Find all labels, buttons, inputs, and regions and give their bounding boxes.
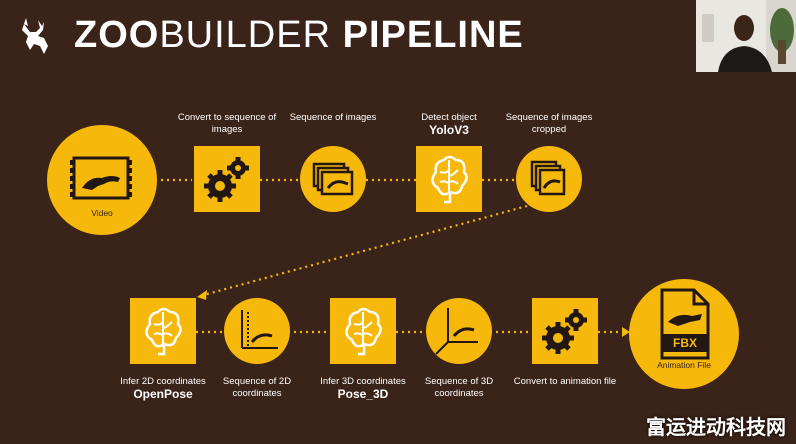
image-stack-icon	[312, 162, 354, 196]
pose3d-label-text: Infer 3D coordinates	[320, 376, 406, 387]
node-convert	[194, 146, 260, 212]
node-openpose	[130, 298, 196, 364]
node-video	[47, 125, 157, 235]
openpose-label-text: Infer 2D coordinates	[120, 376, 206, 387]
gears-icon	[542, 309, 587, 354]
node-seq2d	[224, 298, 290, 364]
node-cropped	[516, 146, 582, 212]
image-stack-cropped-icon	[530, 160, 566, 196]
title-zoo: ZOO	[74, 14, 160, 56]
fbx-badge: FBX	[673, 336, 697, 350]
brain-icon	[345, 307, 382, 356]
title-pipeline: PIPELINE	[342, 14, 524, 56]
openpose-label-model: OpenPose	[133, 387, 193, 401]
deer-logo-icon	[22, 17, 48, 54]
detect-label-text: Detect object	[421, 112, 477, 123]
detect-label-model: YoloV3	[429, 123, 469, 137]
cropped-label: Sequence of images cropped	[505, 112, 593, 135]
pose3d-label-model: Pose_3D	[337, 387, 389, 401]
sequence-label: Sequence of images	[289, 112, 377, 123]
gears-icon	[204, 157, 249, 202]
node-sequence	[300, 146, 366, 212]
node-pose3d	[330, 298, 396, 364]
pose3d-label: Infer 3D coordinates Pose_3D	[308, 376, 418, 400]
title-builder: BUILDER	[159, 14, 332, 56]
node-seq3d	[426, 298, 492, 364]
detect-label: Detect object YoloV3	[394, 112, 504, 136]
fbx-file-icon	[660, 288, 710, 360]
node-convertanim	[532, 298, 598, 364]
seq2d-label: Sequence of 2D coordinates	[222, 376, 292, 399]
webcam-feed	[696, 0, 796, 72]
node-detect	[416, 146, 482, 212]
node-fbx	[629, 279, 739, 389]
convertanim-label: Convert to animation file	[513, 376, 617, 387]
seq3d-label: Sequence of 3D coordinates	[424, 376, 494, 399]
header: ZOOBUILDER PIPELINE	[18, 14, 524, 57]
video-node-label: Video	[91, 208, 113, 218]
page-title: ZOOBUILDER PIPELINE	[74, 14, 524, 57]
chart-2d-icon	[241, 310, 278, 349]
convert-label: Convert to sequence of images	[177, 112, 277, 135]
video-film-icon	[70, 156, 132, 200]
brain-icon	[431, 155, 468, 204]
brain-icon	[145, 307, 182, 356]
watermark: 富运进动科技网	[646, 415, 786, 439]
fbx-node-label: Animation File	[657, 360, 711, 370]
openpose-label: Infer 2D coordinates OpenPose	[108, 376, 218, 400]
chart-3d-icon	[435, 308, 478, 355]
